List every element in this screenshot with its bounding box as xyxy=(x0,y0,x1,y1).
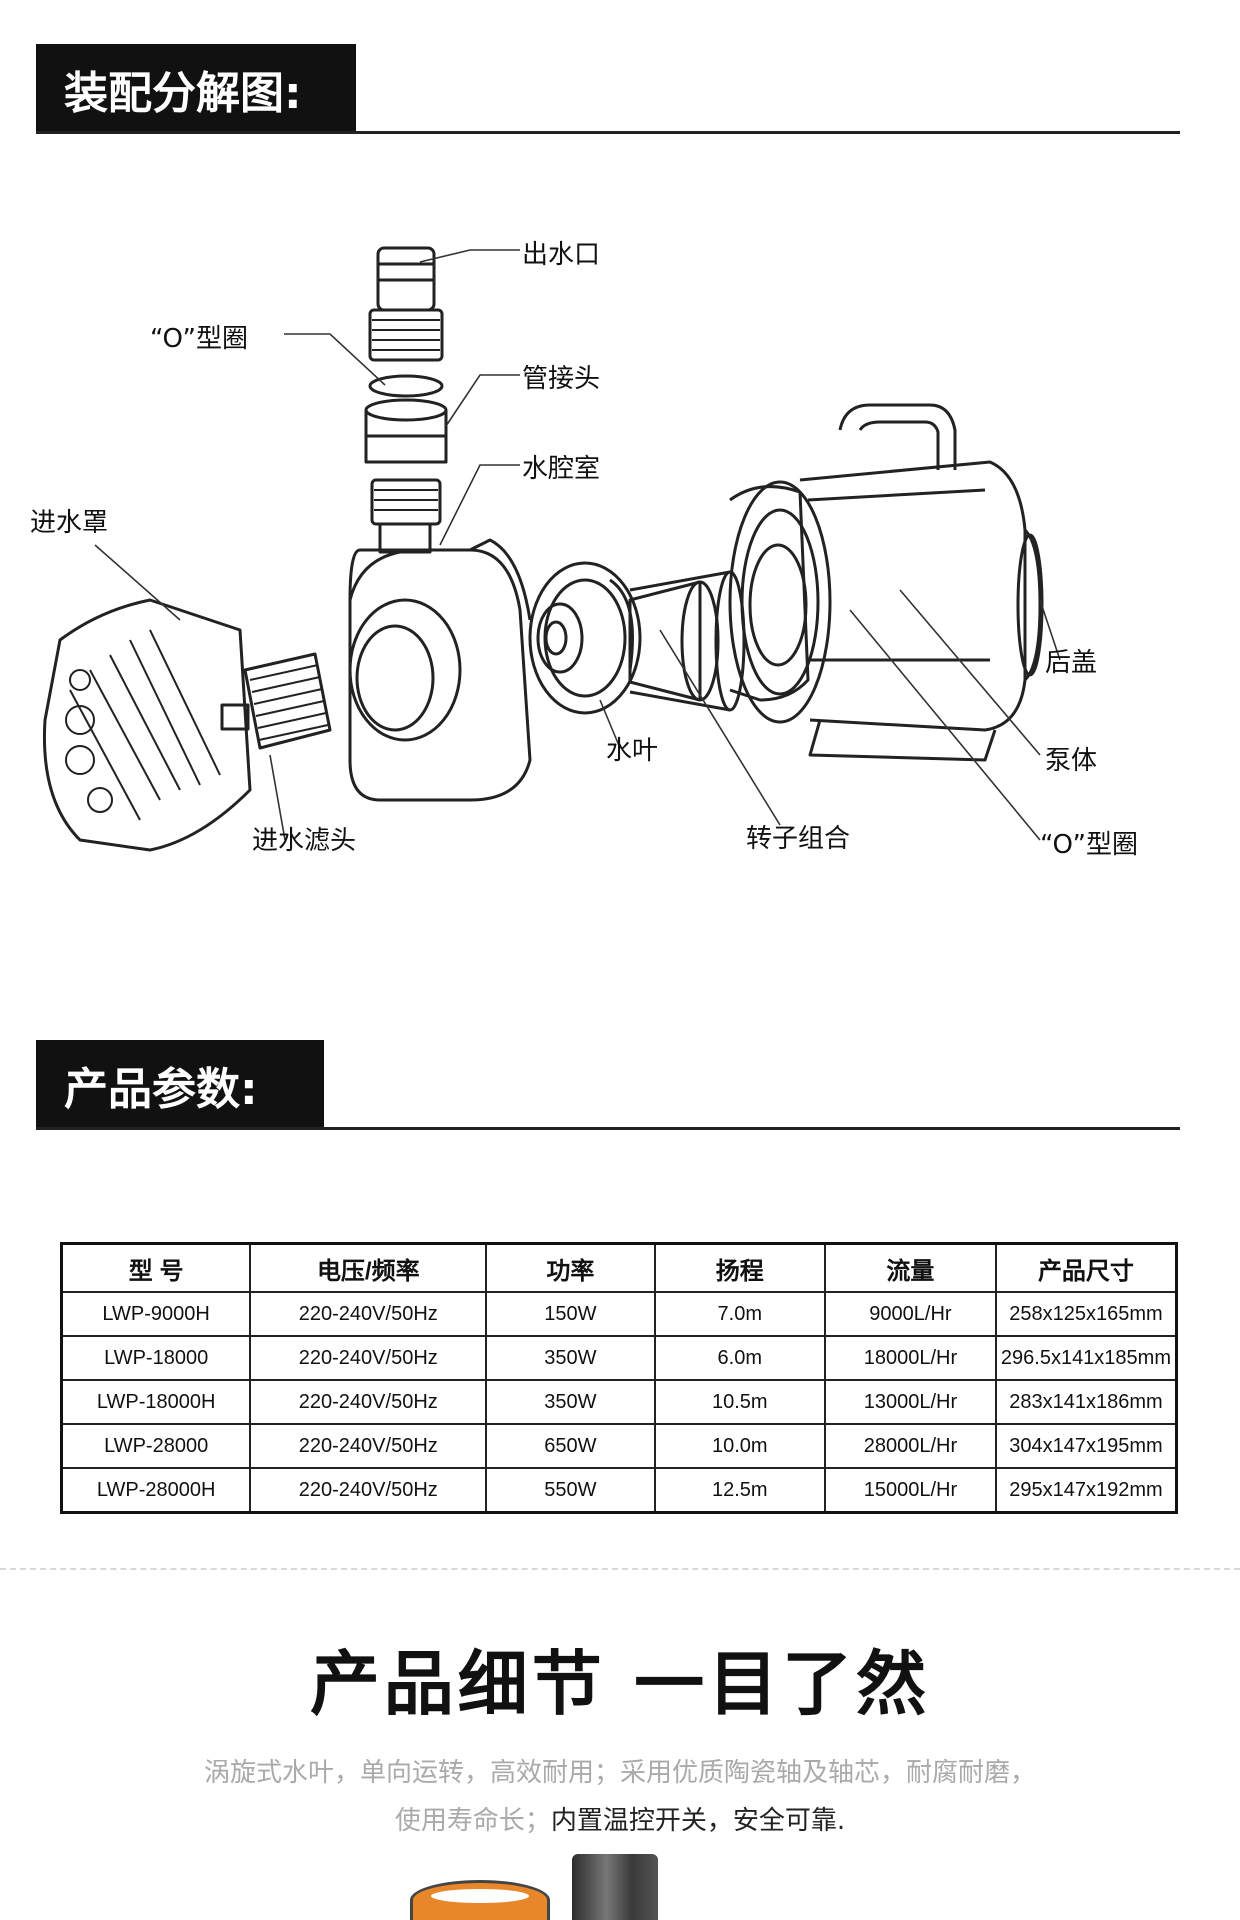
label-water-chamber: 水腔室 xyxy=(522,454,601,484)
cell-model: LWP-18000 xyxy=(60,1335,252,1381)
label-inlet-filter: 进水滤头 xyxy=(252,826,357,856)
details-description-line2: 使用寿命长；内置温控开关，安全可靠. xyxy=(0,1800,1240,1837)
col-header-model: 型 号 xyxy=(60,1242,252,1293)
product-part-gray-image xyxy=(572,1854,658,1920)
section-header-assembly: 装配分解图: xyxy=(36,44,1180,134)
cell-size: 304x147x195mm xyxy=(994,1423,1178,1469)
details-description-light: 使用寿命长； xyxy=(394,1806,551,1836)
rear-cover xyxy=(1023,528,1042,682)
water-chamber xyxy=(348,548,532,802)
col-header-head: 扬程 xyxy=(653,1242,826,1293)
table-row: LWP-18000H 220-240V/50Hz 350W 10.5m 1300… xyxy=(60,1379,1178,1425)
dashed-divider xyxy=(0,1568,1240,1570)
cell-power: 150W xyxy=(485,1291,656,1337)
section-rule xyxy=(36,1127,1180,1130)
cell-head: 7.0m xyxy=(653,1291,826,1337)
label-impeller: 水叶 xyxy=(606,736,659,766)
cell-flow: 28000L/Hr xyxy=(823,1423,997,1469)
table-header-row: 型 号 电压/频率 功率 扬程 流量 产品尺寸 xyxy=(60,1242,1178,1293)
pump-exploded-drawing xyxy=(42,246,1061,852)
impeller xyxy=(528,561,642,715)
cell-flow: 15000L/Hr xyxy=(823,1467,997,1514)
cell-flow: 18000L/Hr xyxy=(823,1335,997,1381)
label-rotor-assembly: 转子组合 xyxy=(746,824,851,854)
cell-size: 296.5x141x185mm xyxy=(994,1335,1178,1381)
cell-flow: 9000L/Hr xyxy=(823,1291,997,1337)
details-description-line1: 涡旋式水叶，单向运转，高效耐用；采用优质陶瓷轴及轴芯，耐腐耐磨， xyxy=(203,1758,1036,1788)
o-ring-top xyxy=(368,374,444,398)
cell-model: LWP-28000H xyxy=(60,1467,252,1514)
inlet-cover xyxy=(42,598,252,852)
pump-body xyxy=(799,460,1027,732)
table-row: LWP-18000 220-240V/50Hz 350W 6.0m 18000L… xyxy=(60,1335,1178,1381)
cell-voltage: 220-240V/50Hz xyxy=(249,1467,488,1514)
col-header-size: 产品尺寸 xyxy=(994,1242,1178,1293)
cell-size: 295x147x192mm xyxy=(994,1467,1178,1514)
cell-voltage: 220-240V/50Hz xyxy=(249,1423,488,1469)
cell-voltage: 220-240V/50Hz xyxy=(249,1379,488,1425)
label-o-ring-top: “O”型圈 xyxy=(150,324,249,354)
cell-power: 350W xyxy=(485,1379,656,1425)
col-header-flow: 流量 xyxy=(823,1242,997,1293)
cell-voltage: 220-240V/50Hz xyxy=(249,1291,488,1337)
exploded-diagram: 出水口 “O”型圈 管接头 水腔室 进水罩 后盖 水叶 泵体 进水滤头 转子组合… xyxy=(0,200,1240,900)
cell-power: 350W xyxy=(485,1335,656,1381)
cell-head: 10.5m xyxy=(653,1379,826,1425)
section-header-params: 产品参数: xyxy=(36,1040,1180,1130)
section-title-assembly: 装配分解图: xyxy=(36,44,356,134)
pump-handle xyxy=(838,403,957,470)
cell-size: 258x125x165mm xyxy=(994,1291,1178,1337)
cell-model: LWP-18000H xyxy=(60,1379,252,1425)
details-title: 产品细节 一目了然 xyxy=(309,1643,931,1725)
inlet-filter xyxy=(243,652,332,750)
cell-head: 10.0m xyxy=(653,1423,826,1469)
label-inlet-cover: 进水罩 xyxy=(30,508,109,538)
cell-power: 550W xyxy=(485,1467,656,1514)
label-rear-cover: 后盖 xyxy=(1045,648,1098,678)
details-description-dark: 内置温控开关，安全可靠. xyxy=(550,1806,846,1836)
section-title-params: 产品参数: xyxy=(36,1040,324,1130)
label-pump-body: 泵体 xyxy=(1045,746,1098,776)
label-outlet: 出水口 xyxy=(522,240,601,270)
table-row: LWP-28000 220-240V/50Hz 650W 10.0m 28000… xyxy=(60,1423,1178,1469)
label-o-ring-bottom: “O”型圈 xyxy=(1040,830,1139,860)
label-pipe-connector: 管接头 xyxy=(522,364,601,394)
cell-size: 283x141x186mm xyxy=(994,1379,1178,1425)
cell-power: 650W xyxy=(485,1423,656,1469)
cell-head: 6.0m xyxy=(653,1335,826,1381)
cell-model: LWP-9000H xyxy=(60,1291,252,1337)
cell-flow: 13000L/Hr xyxy=(823,1379,997,1425)
table-row: LWP-9000H 220-240V/50Hz 150W 7.0m 9000L/… xyxy=(60,1291,1178,1337)
table-row: LWP-28000H 220-240V/50Hz 550W 12.5m 1500… xyxy=(60,1467,1178,1514)
cell-head: 12.5m xyxy=(653,1467,826,1514)
product-part-orange-image xyxy=(410,1880,550,1920)
params-table: 型 号 电压/频率 功率 扬程 流量 产品尺寸 LWP-9000H 220-24… xyxy=(60,1242,1178,1514)
cell-model: LWP-28000 xyxy=(60,1423,252,1469)
section-rule xyxy=(36,131,1180,134)
outlet-thread xyxy=(368,308,444,362)
col-header-power: 功率 xyxy=(485,1242,656,1293)
col-header-voltage: 电压/频率 xyxy=(249,1242,488,1293)
cell-voltage: 220-240V/50Hz xyxy=(249,1335,488,1381)
